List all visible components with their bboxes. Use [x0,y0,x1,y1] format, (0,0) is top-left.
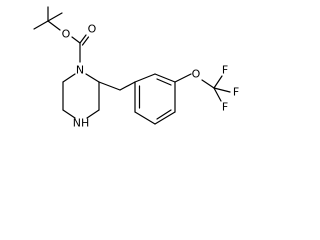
atom-fluorine-top-label: F [222,64,228,77]
bond-ar-4-5 [154,111,176,125]
atom-fluorine-middle-label: F [233,86,239,99]
bond-ester-oxygen-to-carbonyl-carbon [71,36,81,44]
bond-tbu-to-ester-oxygen [47,20,61,31]
bond-ar-2-3 [154,73,176,83]
atom-fluorine-bottom-label: F [222,101,228,114]
bond-c3-n4 [86,109,100,119]
bond-cf3-to-f-middle [213,87,231,93]
bond-carbonyl-double-a [79,34,87,44]
bond-tbu-methyl-left [33,20,49,30]
atom-ring-nitrogen-h-label: NH [73,117,90,130]
bond-cf3-to-f-bottom [213,87,222,102]
piperazine-ring [62,73,100,119]
bond-ar-1-2 [134,73,156,83]
bond-ar-5-6 [134,111,156,125]
bond-n4-c5 [62,109,76,119]
bond-tbu-methyl-right [47,12,63,22]
atom-aryl-ether-oxygen-label: O [192,68,201,81]
tert-butyl-group [33,6,63,31]
bond-ether-oxygen-to-cf3 [201,79,215,89]
bond-ar-inner-2-3 [156,78,172,86]
trifluoromethoxy-group [174,73,231,102]
bond-methylene-to-aryl [119,81,136,91]
atom-ring-nitrogen-boc-label: N [76,64,84,77]
bond-ar-inner-4-5 [156,109,172,120]
atom-carbonyl-oxygen-label: O [88,23,97,36]
bond-carbonyl-double-b [81,36,90,46]
benzene-ring [134,73,176,125]
bond-ring-to-methylene [98,81,121,91]
bond-cf3-to-f-top [213,75,223,89]
bond-c6-n1 [62,73,76,83]
bond-n1-c2 [85,73,100,83]
atom-ester-oxygen-label: O [62,28,71,41]
chemical-structure-diagram: O O N NH O F F F [33,6,239,130]
bond-aryl-to-ether-oxygen [174,73,192,83]
carbamate-group [71,34,90,63]
